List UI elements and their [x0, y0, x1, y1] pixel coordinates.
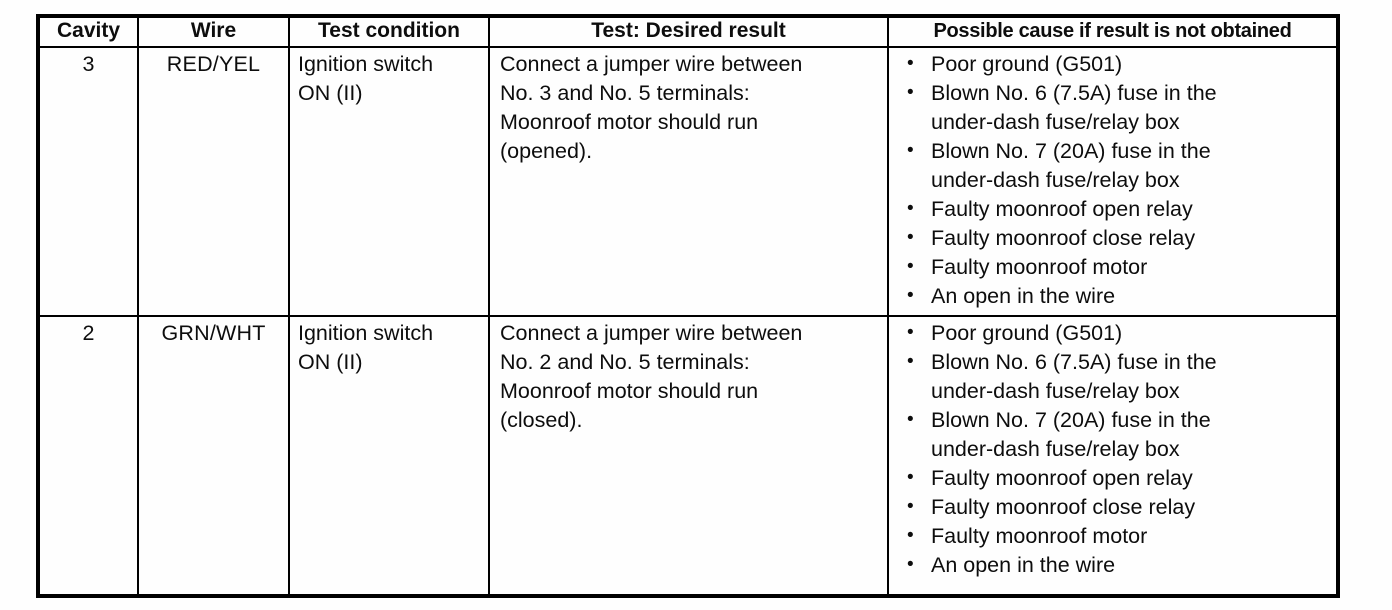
- possible-cause-text: Poor ground (G501): [931, 321, 1123, 345]
- possible-cause-text: Faulty moonroof close relay: [931, 495, 1196, 519]
- cell-possible-causes: • Poor ground (G501) • Blown No. 6 (7.5A) …: [887, 46, 1339, 317]
- col-header-test-condition: Test condition: [288, 15, 490, 48]
- possible-cause-item: • Faulty moonroof open relay: [895, 464, 1332, 493]
- possible-cause-item: • Faulty moonroof motor: [895, 253, 1332, 282]
- possible-cause-text: Faulty moonroof motor: [931, 524, 1148, 548]
- cell-wire: GRN/WHT: [137, 315, 290, 597]
- cell-wire: RED/YEL: [137, 46, 290, 317]
- possible-cause-item: • Faulty moonroof close relay: [895, 493, 1332, 522]
- bullet-icon: •: [907, 53, 914, 74]
- possible-cause-text: Faulty moonroof close relay: [931, 226, 1196, 250]
- possible-cause-item: • Blown No. 6 (7.5A) fuse in the under-da…: [895, 348, 1332, 406]
- table-row: 2 GRN/WHT Ignition switch ON (II) Connec…: [37, 315, 1339, 597]
- possible-cause-text: Blown No. 7 (20A) fuse in the under-dash…: [931, 139, 1211, 192]
- possible-cause-text: An open in the wire: [931, 553, 1116, 577]
- possible-cause-text: Poor ground (G501): [931, 52, 1123, 76]
- col-header-desired-result: Test: Desired result: [488, 15, 889, 48]
- connector-test-table: Cavity Wire Test condition Test: Desired…: [36, 14, 1340, 598]
- cell-test-condition: Ignition switch ON (II): [288, 46, 490, 317]
- bullet-icon: •: [907, 554, 914, 575]
- possible-cause-text: Faulty moonroof open relay: [931, 197, 1193, 221]
- possible-cause-text: Faulty moonroof motor: [931, 255, 1148, 279]
- possible-cause-text: Blown No. 6 (7.5A) fuse in the under-das…: [931, 350, 1217, 403]
- bullet-icon: •: [907, 198, 914, 219]
- col-header-wire: Wire: [137, 15, 290, 48]
- bullet-icon: •: [907, 351, 914, 372]
- bullet-icon: •: [907, 496, 914, 517]
- bullet-icon: •: [907, 525, 914, 546]
- cell-desired-result: Connect a jumper wire between No. 2 and …: [488, 315, 889, 597]
- possible-cause-item: • Blown No. 7 (20A) fuse in the under-das…: [895, 406, 1332, 464]
- possible-cause-item: • An open in the wire: [895, 282, 1332, 311]
- bullet-icon: •: [907, 227, 914, 248]
- possible-cause-text: Blown No. 6 (7.5A) fuse in the under-das…: [931, 81, 1217, 134]
- possible-cause-item: • Poor ground (G501): [895, 50, 1332, 79]
- cell-cavity: 2: [37, 315, 139, 597]
- possible-cause-text: Blown No. 7 (20A) fuse in the under-dash…: [931, 408, 1211, 461]
- possible-cause-list: • Poor ground (G501) • Blown No. 6 (7.5A) …: [895, 50, 1332, 311]
- bullet-icon: •: [907, 322, 914, 343]
- bullet-icon: •: [907, 82, 914, 103]
- cell-desired-result: Connect a jumper wire between No. 3 and …: [488, 46, 889, 317]
- possible-cause-item: • Faulty moonroof open relay: [895, 195, 1332, 224]
- possible-cause-item: • An open in the wire: [895, 551, 1332, 580]
- bullet-icon: •: [907, 409, 914, 430]
- possible-cause-text: Faulty moonroof open relay: [931, 466, 1193, 490]
- cell-possible-causes: • Poor ground (G501) • Blown No. 6 (7.5A) …: [887, 315, 1339, 597]
- possible-cause-item: • Faulty moonroof motor: [895, 522, 1332, 551]
- possible-cause-text: An open in the wire: [931, 284, 1116, 308]
- possible-cause-list: • Poor ground (G501) • Blown No. 6 (7.5A) …: [895, 319, 1332, 580]
- table-row: 3 RED/YEL Ignition switch ON (II) Connec…: [37, 46, 1339, 317]
- header-row: Cavity Wire Test condition Test: Desired…: [37, 15, 1339, 48]
- bullet-icon: •: [907, 256, 914, 277]
- possible-cause-item: • Poor ground (G501): [895, 319, 1332, 348]
- possible-cause-item: • Blown No. 6 (7.5A) fuse in the under-da…: [895, 79, 1332, 137]
- bullet-icon: •: [907, 140, 914, 161]
- col-header-possible-cause: Possible cause if result is not obtained: [887, 15, 1339, 48]
- cell-cavity: 3: [37, 46, 139, 317]
- bullet-icon: •: [907, 285, 914, 306]
- possible-cause-item: • Blown No. 7 (20A) fuse in the under-das…: [895, 137, 1332, 195]
- cell-test-condition: Ignition switch ON (II): [288, 315, 490, 597]
- possible-cause-item: • Faulty moonroof close relay: [895, 224, 1332, 253]
- bullet-icon: •: [907, 467, 914, 488]
- col-header-cavity: Cavity: [37, 15, 139, 48]
